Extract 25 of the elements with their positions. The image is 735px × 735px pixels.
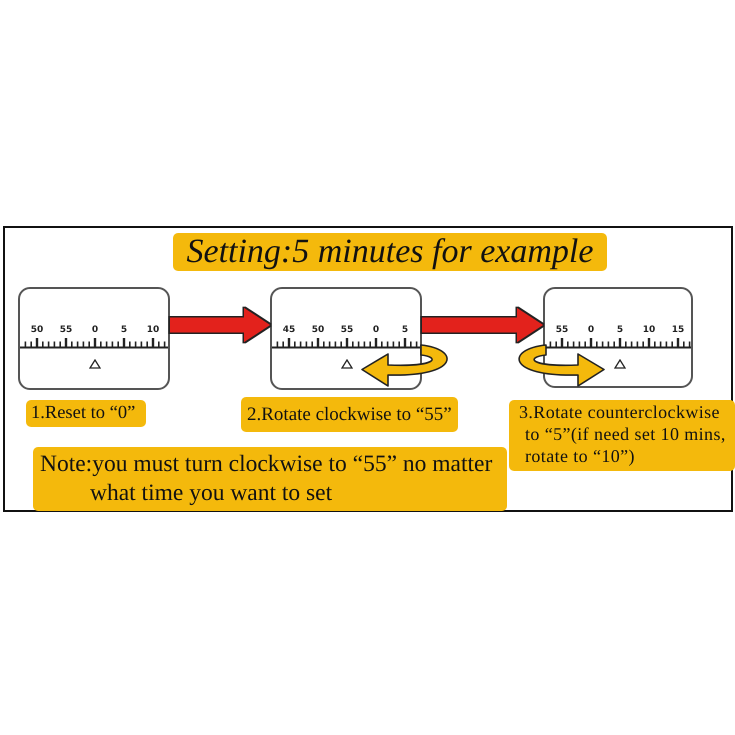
dial-window [270, 287, 422, 390]
scale-number: 0 [372, 325, 380, 335]
dial-window [543, 287, 693, 388]
scale-number: 10 [642, 325, 656, 335]
scale-number: 5 [120, 325, 128, 335]
scale-number: 55 [340, 325, 354, 335]
title-banner: Setting:5 minutes for example [173, 233, 607, 271]
arrow [422, 308, 543, 342]
arrow [170, 308, 270, 342]
scale-number: 45 [282, 325, 296, 335]
scale-number: 10 [146, 325, 160, 335]
scale-number: 0 [92, 325, 98, 335]
scale-number: 55 [556, 325, 568, 335]
dial-window [18, 287, 170, 390]
step-label: 2.Rotate clockwise to “55” [241, 397, 458, 432]
scale-number: 55 [60, 325, 72, 335]
step-label: 3.Rotate counterclockwise to “5”(if need set 10 mins, rotate to “10”) [509, 400, 735, 471]
scale-number: 5 [616, 325, 624, 335]
scale-number: 50 [30, 325, 44, 335]
scale-number: 15 [672, 325, 684, 335]
scale-number: 0 [588, 325, 594, 335]
scale-number: 5 [402, 325, 408, 335]
note-banner: Note:you must turn clockwise to “55” no matter what time you want to set [33, 447, 507, 512]
step-label: 1.Reset to “0” [26, 400, 146, 427]
scale-number: 50 [312, 325, 324, 335]
